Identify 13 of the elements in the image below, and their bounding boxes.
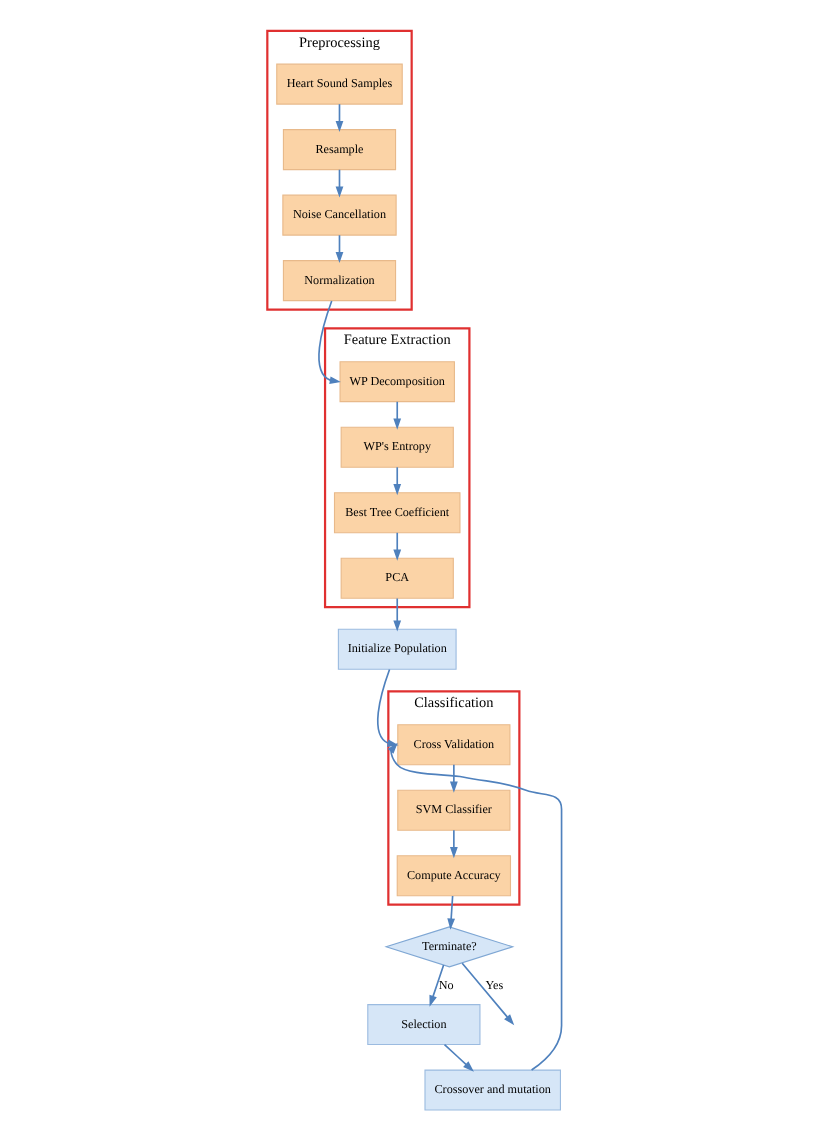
arrow xyxy=(447,895,456,930)
arrow xyxy=(393,400,402,430)
arrow xyxy=(318,300,341,385)
arrow xyxy=(393,597,402,632)
arrow xyxy=(449,829,458,859)
arrow xyxy=(376,668,399,748)
arrow xyxy=(443,1043,474,1072)
arrow xyxy=(393,466,402,496)
arrow xyxy=(393,531,402,561)
arrow xyxy=(387,742,563,1071)
arrow xyxy=(429,964,445,1007)
arrow xyxy=(461,962,515,1026)
arrow xyxy=(449,764,458,793)
